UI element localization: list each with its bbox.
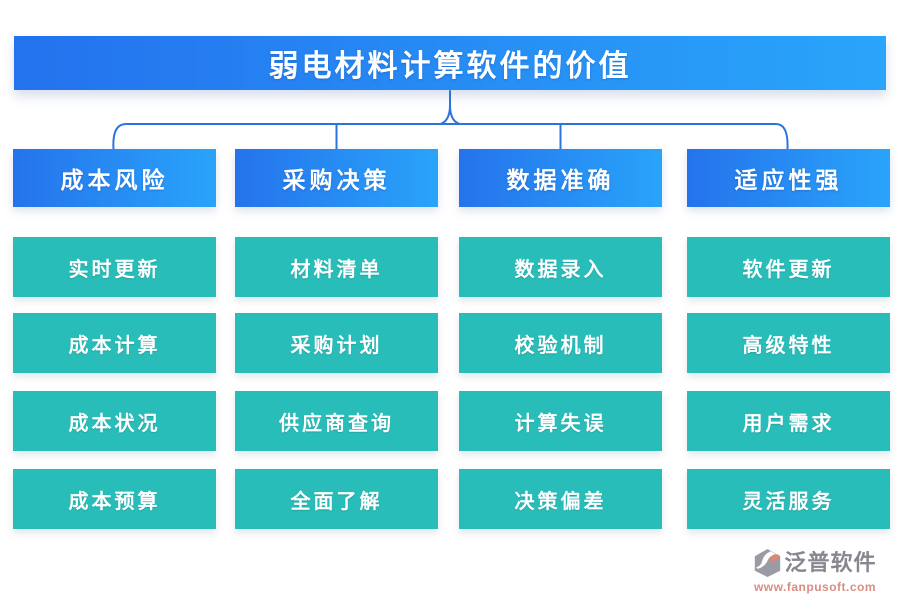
stem-flare-right xyxy=(449,104,460,125)
item-box: 采购计划 xyxy=(235,313,438,373)
column-header: 采购决策 xyxy=(235,149,438,207)
fanpu-logo-icon xyxy=(755,548,781,578)
brand-footer: 泛普软件 www.fanpusoft.com xyxy=(740,548,890,593)
item-box: 校验机制 xyxy=(459,313,662,373)
item-box: 实时更新 xyxy=(13,237,216,297)
brand-name: 泛普软件 xyxy=(784,550,877,575)
column-header: 成本风险 xyxy=(13,149,216,207)
stem-flare-left xyxy=(440,104,451,125)
diagram-title: 弱电材料计算软件的价值 xyxy=(14,36,886,90)
column-purchase-decision: 采购决策 材料清单 采购计划 供应商查询 全面了解 xyxy=(235,149,438,529)
item-box: 灵活服务 xyxy=(687,469,890,529)
item-box: 软件更新 xyxy=(687,237,890,297)
item-box: 全面了解 xyxy=(235,469,438,529)
item-box: 成本计算 xyxy=(13,313,216,373)
column-header: 适应性强 xyxy=(687,149,890,207)
item-box: 成本预算 xyxy=(13,469,216,529)
item-box: 成本状况 xyxy=(13,391,216,451)
item-box: 用户需求 xyxy=(687,391,890,451)
item-box: 高级特性 xyxy=(687,313,890,373)
column-cost-risk: 成本风险 实时更新 成本计算 成本状况 成本预算 xyxy=(13,149,216,529)
item-box: 决策偏差 xyxy=(459,469,662,529)
item-box: 材料清单 xyxy=(235,237,438,297)
item-box: 计算失误 xyxy=(459,391,662,451)
item-box: 数据录入 xyxy=(459,237,662,297)
item-box: 供应商查询 xyxy=(235,391,438,451)
column-header: 数据准确 xyxy=(459,149,662,207)
brand-url: www.fanpusoft.com xyxy=(753,580,877,594)
column-data-accuracy: 数据准确 数据录入 校验机制 计算失误 决策偏差 xyxy=(459,149,662,529)
rail-line xyxy=(112,123,789,150)
column-adaptability: 适应性强 软件更新 高级特性 用户需求 灵活服务 xyxy=(687,149,890,529)
